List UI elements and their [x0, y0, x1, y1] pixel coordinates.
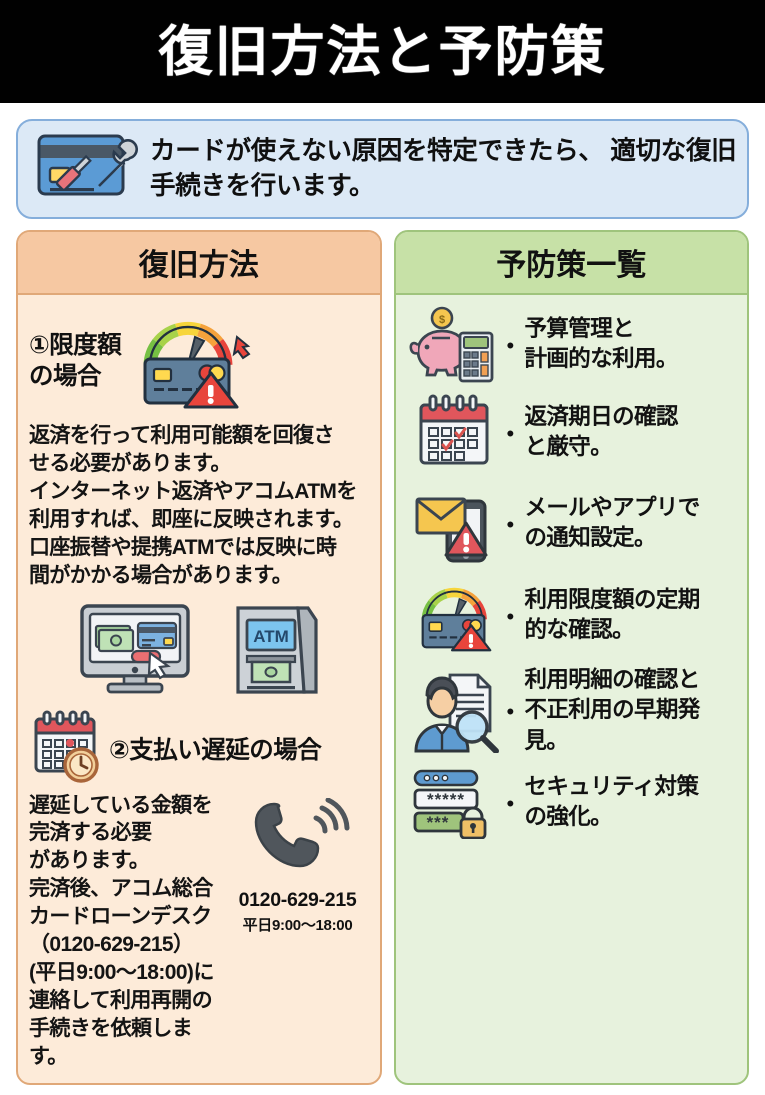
- contact-phone-hours: 平日9:00〜18:00: [242, 916, 353, 934]
- bullet-marker: •: [506, 511, 515, 537]
- list-item: $: [407, 305, 737, 383]
- page-title: 復旧方法と予防策: [158, 21, 607, 82]
- person-document-magnifier-icon: [407, 669, 503, 753]
- list-item-label: 利用明細の確認と 不正利用の早期発 見。: [524, 667, 701, 753]
- prevention-list-header: 予防策一覧: [395, 232, 747, 295]
- svg-text:$: $: [438, 314, 444, 326]
- section-delay-content: 遅延している金額を完済する必要 があります。 完済後、アコム総合 カードローンデ…: [29, 792, 369, 1071]
- recovery-methods-body: ①限度額 の場合: [18, 295, 380, 1083]
- section-delay-text: 遅延している金額を完済する必要 があります。 完済後、アコム総合 カードローンデ…: [29, 793, 214, 1068]
- panels-row: 復旧方法 ①限度額 の場合: [0, 219, 765, 1095]
- contact-phone-number[interactable]: 0120-629-215: [238, 888, 357, 911]
- section-limit-title: ①限度額 の場合: [29, 331, 122, 390]
- list-item-label: 利用限度額の定期 的な確認。: [524, 586, 701, 642]
- bullet-marker: •: [506, 699, 515, 725]
- svg-text:*****: *****: [426, 790, 464, 809]
- credit-card-wrench-icon: [28, 126, 150, 212]
- intro-banner: カードが使えない原因を特定できたら、 適切な復旧手続きを行います。: [16, 119, 749, 219]
- bullet-marker: •: [506, 603, 515, 629]
- online-payment-monitor-icon: [76, 600, 194, 701]
- recovery-methods-panel: 復旧方法 ①限度額 の場合: [16, 230, 382, 1085]
- mail-phone-alert-icon: [407, 481, 503, 565]
- bullet-marker: •: [506, 332, 515, 358]
- list-item: • 返済期日の確認 と厳守。: [407, 392, 737, 472]
- contact-block: 0120-629-215 平日9:00〜18:00: [227, 792, 369, 935]
- intro-text: カードが使えない原因を特定できたら、 適切な復旧手続きを行います。: [150, 136, 737, 200]
- recovery-methods-header: 復旧方法: [18, 232, 380, 295]
- password-lock-security-icon: ***** ***: [407, 765, 503, 840]
- list-item: • メールやアプリで の通知設定。: [407, 481, 737, 565]
- credit-limit-gauge-warning-icon: [125, 307, 253, 416]
- list-item: • 利用限度額の定期 的な確認。: [407, 574, 737, 656]
- page-title-bar: 復旧方法と予防策: [0, 0, 765, 103]
- section-delay-title: ②支払い遅延の場合: [109, 736, 322, 764]
- atm-machine-icon: ATM: [222, 600, 322, 701]
- list-item-label: 予算管理と 計画的な利用。: [524, 315, 679, 371]
- bullet-marker: •: [506, 420, 515, 446]
- list-item-label: セキュリティ対策 の強化。: [524, 773, 699, 830]
- bullet-marker: •: [506, 790, 515, 816]
- list-item-label: メールやアプリで の通知設定。: [524, 494, 701, 550]
- section-delay-head: ②支払い遅延の場合: [29, 709, 369, 788]
- prevention-list-body: $: [396, 295, 748, 860]
- intro-section: カードが使えない原因を特定できたら、 適切な復旧手続きを行います。: [0, 103, 765, 219]
- calendar-clock-icon: [29, 709, 107, 788]
- list-item-label: 返済期日の確認 と厳守。: [524, 403, 679, 459]
- section-limit-head: ①限度額 の場合: [29, 307, 369, 416]
- credit-limit-gauge-warning-icon: [407, 574, 503, 656]
- svg-text:***: ***: [426, 813, 449, 832]
- payment-channel-icons: ATM: [29, 600, 369, 701]
- piggy-bank-calculator-icon: $: [407, 305, 503, 383]
- ringing-phone-icon: [246, 797, 350, 881]
- prevention-list-panel: 予防策一覧 $: [393, 230, 749, 1085]
- list-item: • 利用明細の確認と 不正利用の早期発 見。: [407, 665, 737, 756]
- list-item: ***** *** • セキュリティ対策 の強化。: [407, 765, 737, 840]
- atm-screen-label: ATM: [253, 627, 289, 646]
- section-limit-text: 返済を行って利用可能額を回復さ せる必要があります。 インターネット返済やアコム…: [29, 424, 357, 587]
- calendar-check-icon: [407, 392, 503, 472]
